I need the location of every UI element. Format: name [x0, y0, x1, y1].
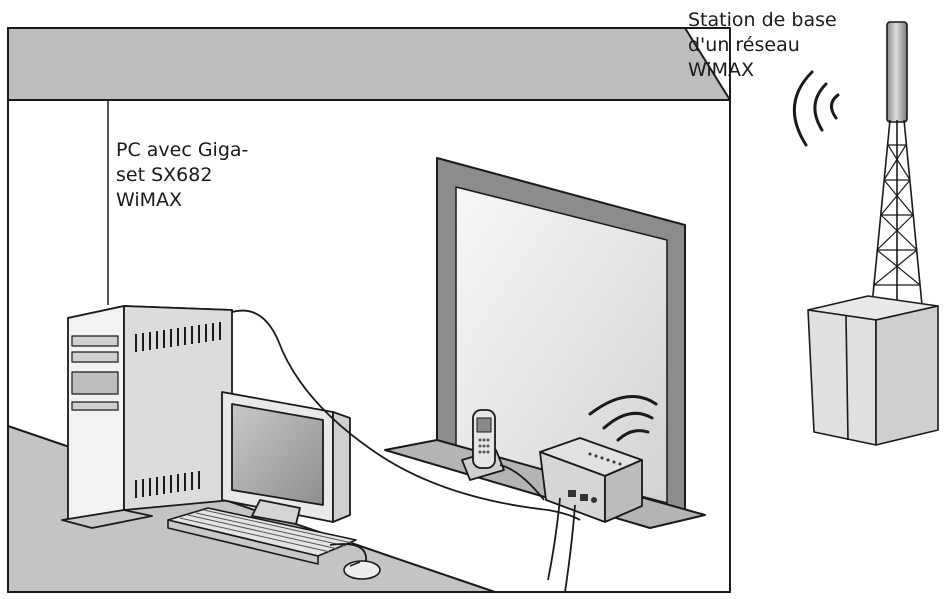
tower-foot — [61, 509, 153, 529]
mast-lattice-left — [871, 119, 891, 306]
pc-label-line-1: PC avec Giga- — [116, 139, 249, 161]
mouse — [343, 560, 381, 580]
room-ceiling — [7, 27, 731, 101]
mast-cross-braces — [873, 144, 921, 286]
router-side — [604, 459, 643, 523]
tower-to-router-cable — [231, 309, 581, 521]
phone-cable — [499, 464, 545, 501]
cabinet-right — [875, 305, 939, 446]
cables — [231, 309, 581, 593]
base-station-label-line-3: WiMAX — [688, 59, 755, 81]
monitor-back — [332, 411, 351, 523]
keyboard — [167, 507, 357, 565]
base-station-label-line-2: d'un réseau — [688, 34, 800, 56]
pc-label: PC avec Giga- set SX682 WiMAX — [116, 138, 248, 213]
base-station-label: Station de base d'un réseau WiMAX — [688, 8, 837, 83]
pc-tower — [61, 305, 233, 529]
tower-vents — [135, 322, 221, 498]
cabinet-left — [807, 309, 877, 446]
pc-label-line-3: WiMAX — [116, 189, 183, 211]
router-leds — [588, 452, 622, 466]
cordless-phone — [461, 409, 505, 481]
monitor-screen — [231, 403, 324, 506]
monitor-stand — [251, 499, 301, 525]
window-glass — [455, 186, 668, 504]
mouse-cable — [329, 543, 367, 562]
pc-label-line-2: set SX682 — [116, 164, 213, 186]
mast-lattice-right — [903, 119, 923, 306]
base-station — [807, 21, 939, 446]
router-wall-cable-2 — [564, 504, 576, 593]
mouse-body — [343, 560, 381, 580]
base-station-label-line-1: Station de base — [688, 9, 837, 31]
router-wifi-waves — [588, 395, 658, 442]
base-station-radio-waves — [792, 70, 840, 147]
monitor — [221, 391, 351, 525]
mast-antenna — [886, 21, 908, 123]
router-wall-cable-1 — [547, 497, 561, 581]
wimax-router — [539, 437, 643, 523]
keyboard-keys — [179, 509, 353, 553]
room-outline — [7, 27, 731, 593]
